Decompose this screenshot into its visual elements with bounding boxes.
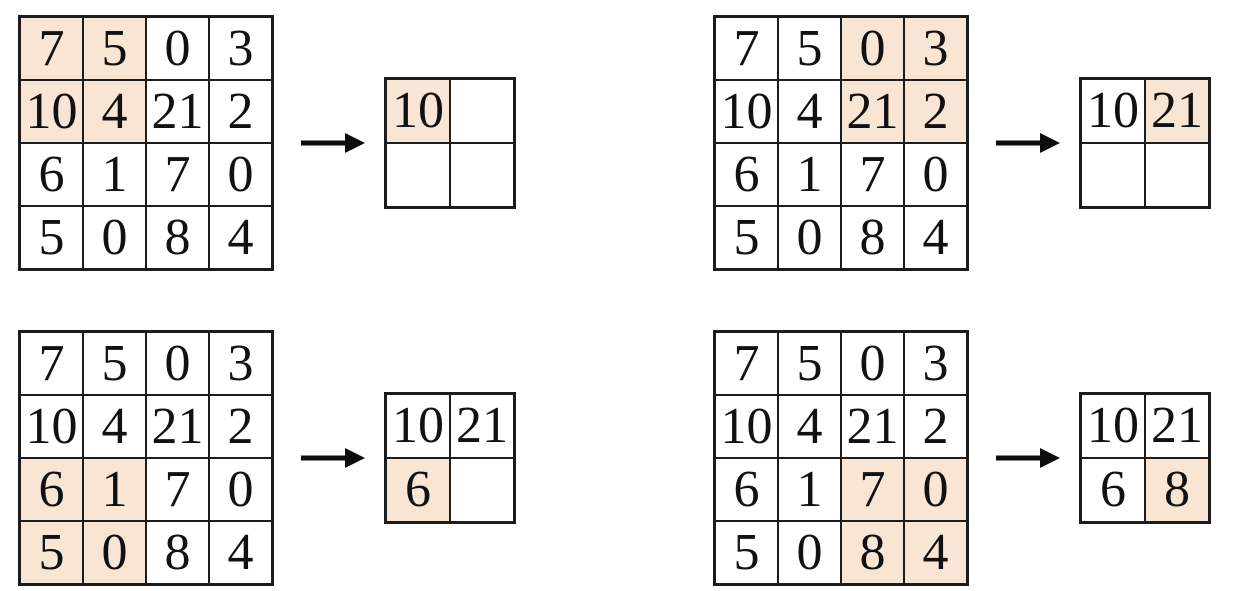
output-cell: 8	[1145, 458, 1209, 522]
matrix-cell: 5	[715, 206, 778, 269]
matrix-cell: 7	[841, 143, 904, 206]
matrix-cell: 7	[20, 17, 83, 80]
matrix-cell: 6	[715, 458, 778, 521]
matrix-cell: 7	[146, 458, 209, 521]
matrix-cell: 4	[83, 80, 146, 143]
matrix-cell: 0	[209, 143, 272, 206]
matrix-cell: 0	[904, 143, 967, 206]
matrix-cell: 7	[715, 332, 778, 395]
pooling-step-2-panel: 7 5 0 3 10 4 21 2 6 1 7 0 5 0 8 4 10 21	[713, 15, 1211, 271]
matrix-cell: 5	[83, 17, 146, 80]
matrix-cell: 2	[209, 395, 272, 458]
output-cell	[1081, 143, 1145, 207]
matrix-cell: 4	[209, 521, 272, 584]
matrix-cell: 2	[209, 80, 272, 143]
matrix-cell: 0	[778, 206, 841, 269]
matrix-cell: 3	[904, 332, 967, 395]
output-cell	[450, 458, 514, 522]
matrix-cell: 4	[778, 80, 841, 143]
output-cell: 6	[386, 458, 450, 522]
output-cell: 10	[1081, 79, 1145, 143]
output-cell	[386, 143, 450, 207]
matrix-cell: 2	[904, 395, 967, 458]
output-cell: 21	[1145, 79, 1209, 143]
matrix-cell: 2	[904, 80, 967, 143]
right-arrow-icon	[996, 448, 1060, 468]
matrix-cell: 10	[715, 80, 778, 143]
input-matrix: 7 5 0 3 10 4 21 2 6 1 7 0 5 0 8 4	[713, 15, 969, 271]
matrix-cell: 5	[20, 521, 83, 584]
matrix-cell: 0	[146, 17, 209, 80]
matrix-cell: 7	[20, 332, 83, 395]
matrix-cell: 10	[715, 395, 778, 458]
output-cell: 10	[386, 394, 450, 458]
matrix-cell: 0	[841, 332, 904, 395]
matrix-cell: 6	[20, 143, 83, 206]
matrix-cell: 6	[20, 458, 83, 521]
matrix-cell: 1	[83, 143, 146, 206]
output-cell: 6	[1081, 458, 1145, 522]
matrix-cell: 1	[83, 458, 146, 521]
matrix-cell: 7	[146, 143, 209, 206]
output-matrix: 10	[384, 77, 516, 209]
matrix-cell: 3	[209, 17, 272, 80]
output-cell	[450, 143, 514, 207]
matrix-cell: 5	[83, 332, 146, 395]
matrix-cell: 21	[841, 395, 904, 458]
matrix-cell: 0	[841, 17, 904, 80]
matrix-cell: 5	[778, 17, 841, 80]
matrix-cell: 6	[715, 143, 778, 206]
input-matrix: 7 5 0 3 10 4 21 2 6 1 7 0 5 0 8 4	[713, 330, 969, 586]
matrix-cell: 10	[20, 80, 83, 143]
output-cell: 10	[1081, 394, 1145, 458]
matrix-cell: 4	[778, 395, 841, 458]
matrix-cell: 4	[209, 206, 272, 269]
matrix-cell: 3	[904, 17, 967, 80]
input-matrix: 7 5 0 3 10 4 21 2 6 1 7 0 5 0 8 4	[18, 330, 274, 586]
matrix-cell: 8	[841, 206, 904, 269]
output-cell: 10	[386, 79, 450, 143]
matrix-cell: 4	[904, 521, 967, 584]
output-cell	[1145, 143, 1209, 207]
matrix-cell: 3	[209, 332, 272, 395]
matrix-cell: 5	[778, 332, 841, 395]
matrix-cell: 8	[146, 521, 209, 584]
matrix-cell: 21	[146, 80, 209, 143]
output-matrix: 10 21 6	[384, 392, 516, 524]
right-arrow-icon	[996, 133, 1060, 153]
matrix-cell: 1	[778, 143, 841, 206]
output-cell	[450, 79, 514, 143]
matrix-cell: 0	[146, 332, 209, 395]
matrix-cell: 5	[715, 521, 778, 584]
matrix-cell: 0	[83, 206, 146, 269]
matrix-cell: 0	[209, 458, 272, 521]
output-cell: 21	[450, 394, 514, 458]
right-arrow-icon	[301, 133, 365, 153]
right-arrow-icon	[301, 448, 365, 468]
matrix-cell: 5	[20, 206, 83, 269]
matrix-cell: 4	[904, 206, 967, 269]
output-matrix: 10 21	[1079, 77, 1211, 209]
matrix-cell: 4	[83, 395, 146, 458]
pooling-step-1-panel: 7 5 0 3 10 4 21 2 6 1 7 0 5 0 8 4 10	[18, 15, 516, 271]
matrix-cell: 7	[715, 17, 778, 80]
input-matrix: 7 5 0 3 10 4 21 2 6 1 7 0 5 0 8 4	[18, 15, 274, 271]
matrix-cell: 10	[20, 395, 83, 458]
matrix-cell: 21	[841, 80, 904, 143]
matrix-cell: 0	[83, 521, 146, 584]
matrix-cell: 8	[841, 521, 904, 584]
matrix-cell: 21	[146, 395, 209, 458]
matrix-cell: 8	[146, 206, 209, 269]
matrix-cell: 0	[904, 458, 967, 521]
matrix-cell: 7	[841, 458, 904, 521]
output-matrix: 10 21 6 8	[1079, 392, 1211, 524]
pooling-step-3-panel: 7 5 0 3 10 4 21 2 6 1 7 0 5 0 8 4 10 21 …	[18, 330, 516, 586]
pooling-step-4-panel: 7 5 0 3 10 4 21 2 6 1 7 0 5 0 8 4 10 21 …	[713, 330, 1211, 586]
matrix-cell: 0	[778, 521, 841, 584]
output-cell: 21	[1145, 394, 1209, 458]
matrix-cell: 1	[778, 458, 841, 521]
